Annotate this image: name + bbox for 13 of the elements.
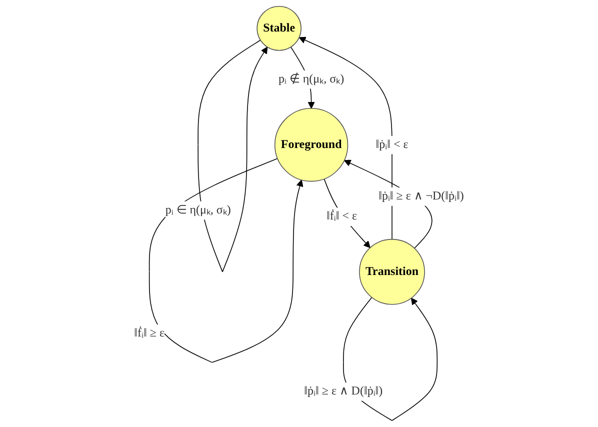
edge-label: ‖ṗᵢ‖ ≥ ε ∧ ¬D(‖ṗᵢ‖) xyxy=(378,190,464,203)
node-circle: Foreground xyxy=(274,108,348,182)
node-circle: Stable xyxy=(256,6,302,51)
edge-label: pᵢ ∈ η(μₖ, σₖ) xyxy=(165,204,231,216)
edge-label: pᵢ ∉ η(μₖ, σₖ) xyxy=(278,72,344,86)
edge-label: ‖ṗᵢ‖ ≥ ε ∧ D(‖ṗᵢ‖) xyxy=(304,384,383,398)
node-circle: Transition xyxy=(359,238,425,305)
edge-label: ‖ḟᵢ‖ < ε xyxy=(326,210,358,223)
arrow xyxy=(148,158,304,363)
edge-label: ‖ṗᵢ‖ < ε xyxy=(376,138,408,152)
edge-label: ‖ḟᵢ‖ ≥ ε xyxy=(134,326,164,340)
arrow xyxy=(298,36,392,240)
arrow xyxy=(324,178,370,248)
